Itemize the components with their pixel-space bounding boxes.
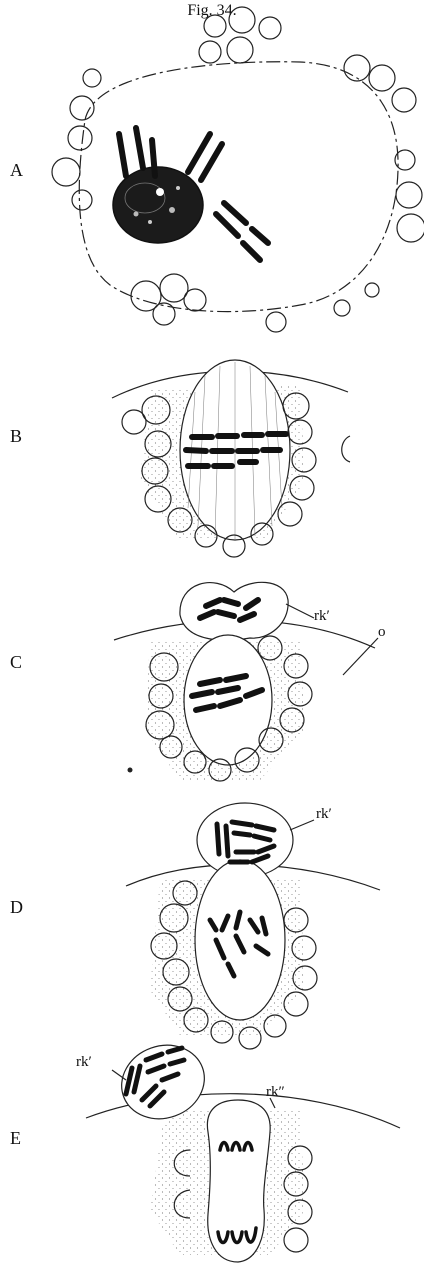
panel-a [52, 7, 424, 332]
panel-b [112, 360, 350, 557]
leader-o-c [343, 638, 378, 675]
polar-body-2-e [207, 1100, 270, 1262]
panel-e [86, 1034, 400, 1262]
leader-rk2-e [270, 1098, 275, 1108]
spindle-c [184, 635, 272, 765]
panel-d [126, 803, 380, 1049]
panel-c [114, 582, 378, 781]
dot-c [128, 768, 133, 773]
leader-rk-d [290, 820, 314, 830]
leader-rk-c [286, 604, 314, 618]
polar-body-c [180, 582, 288, 640]
